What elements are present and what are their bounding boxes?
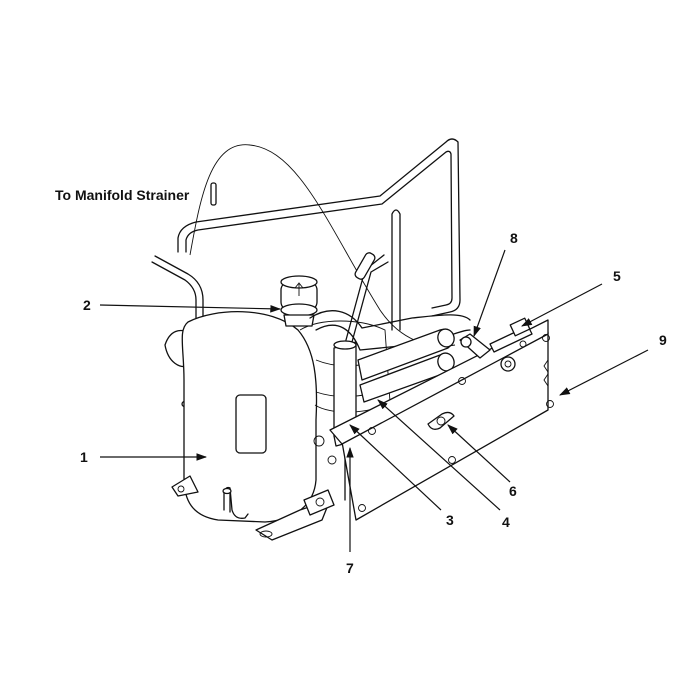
callout-9: 9 [659,332,667,348]
callout-7: 7 [346,560,354,576]
callout-2: 2 [83,297,91,313]
process-tubes [309,310,471,351]
start-device [280,275,318,327]
compressor [164,311,391,541]
callout-1: 1 [80,449,88,465]
callout-3: 3 [446,512,454,528]
filter-drier-tube [345,209,401,343]
callout-5: 5 [613,268,621,284]
heat-exchanger-tubes [357,328,455,403]
callout-8: 8 [510,230,518,246]
callout-leaders [99,249,649,552]
strainer-tubing [177,138,461,347]
callout-4: 4 [502,514,510,530]
manifold-strainer-label: To Manifold Strainer [55,187,190,203]
small-bracket [427,411,455,430]
callout-6: 6 [509,483,517,499]
